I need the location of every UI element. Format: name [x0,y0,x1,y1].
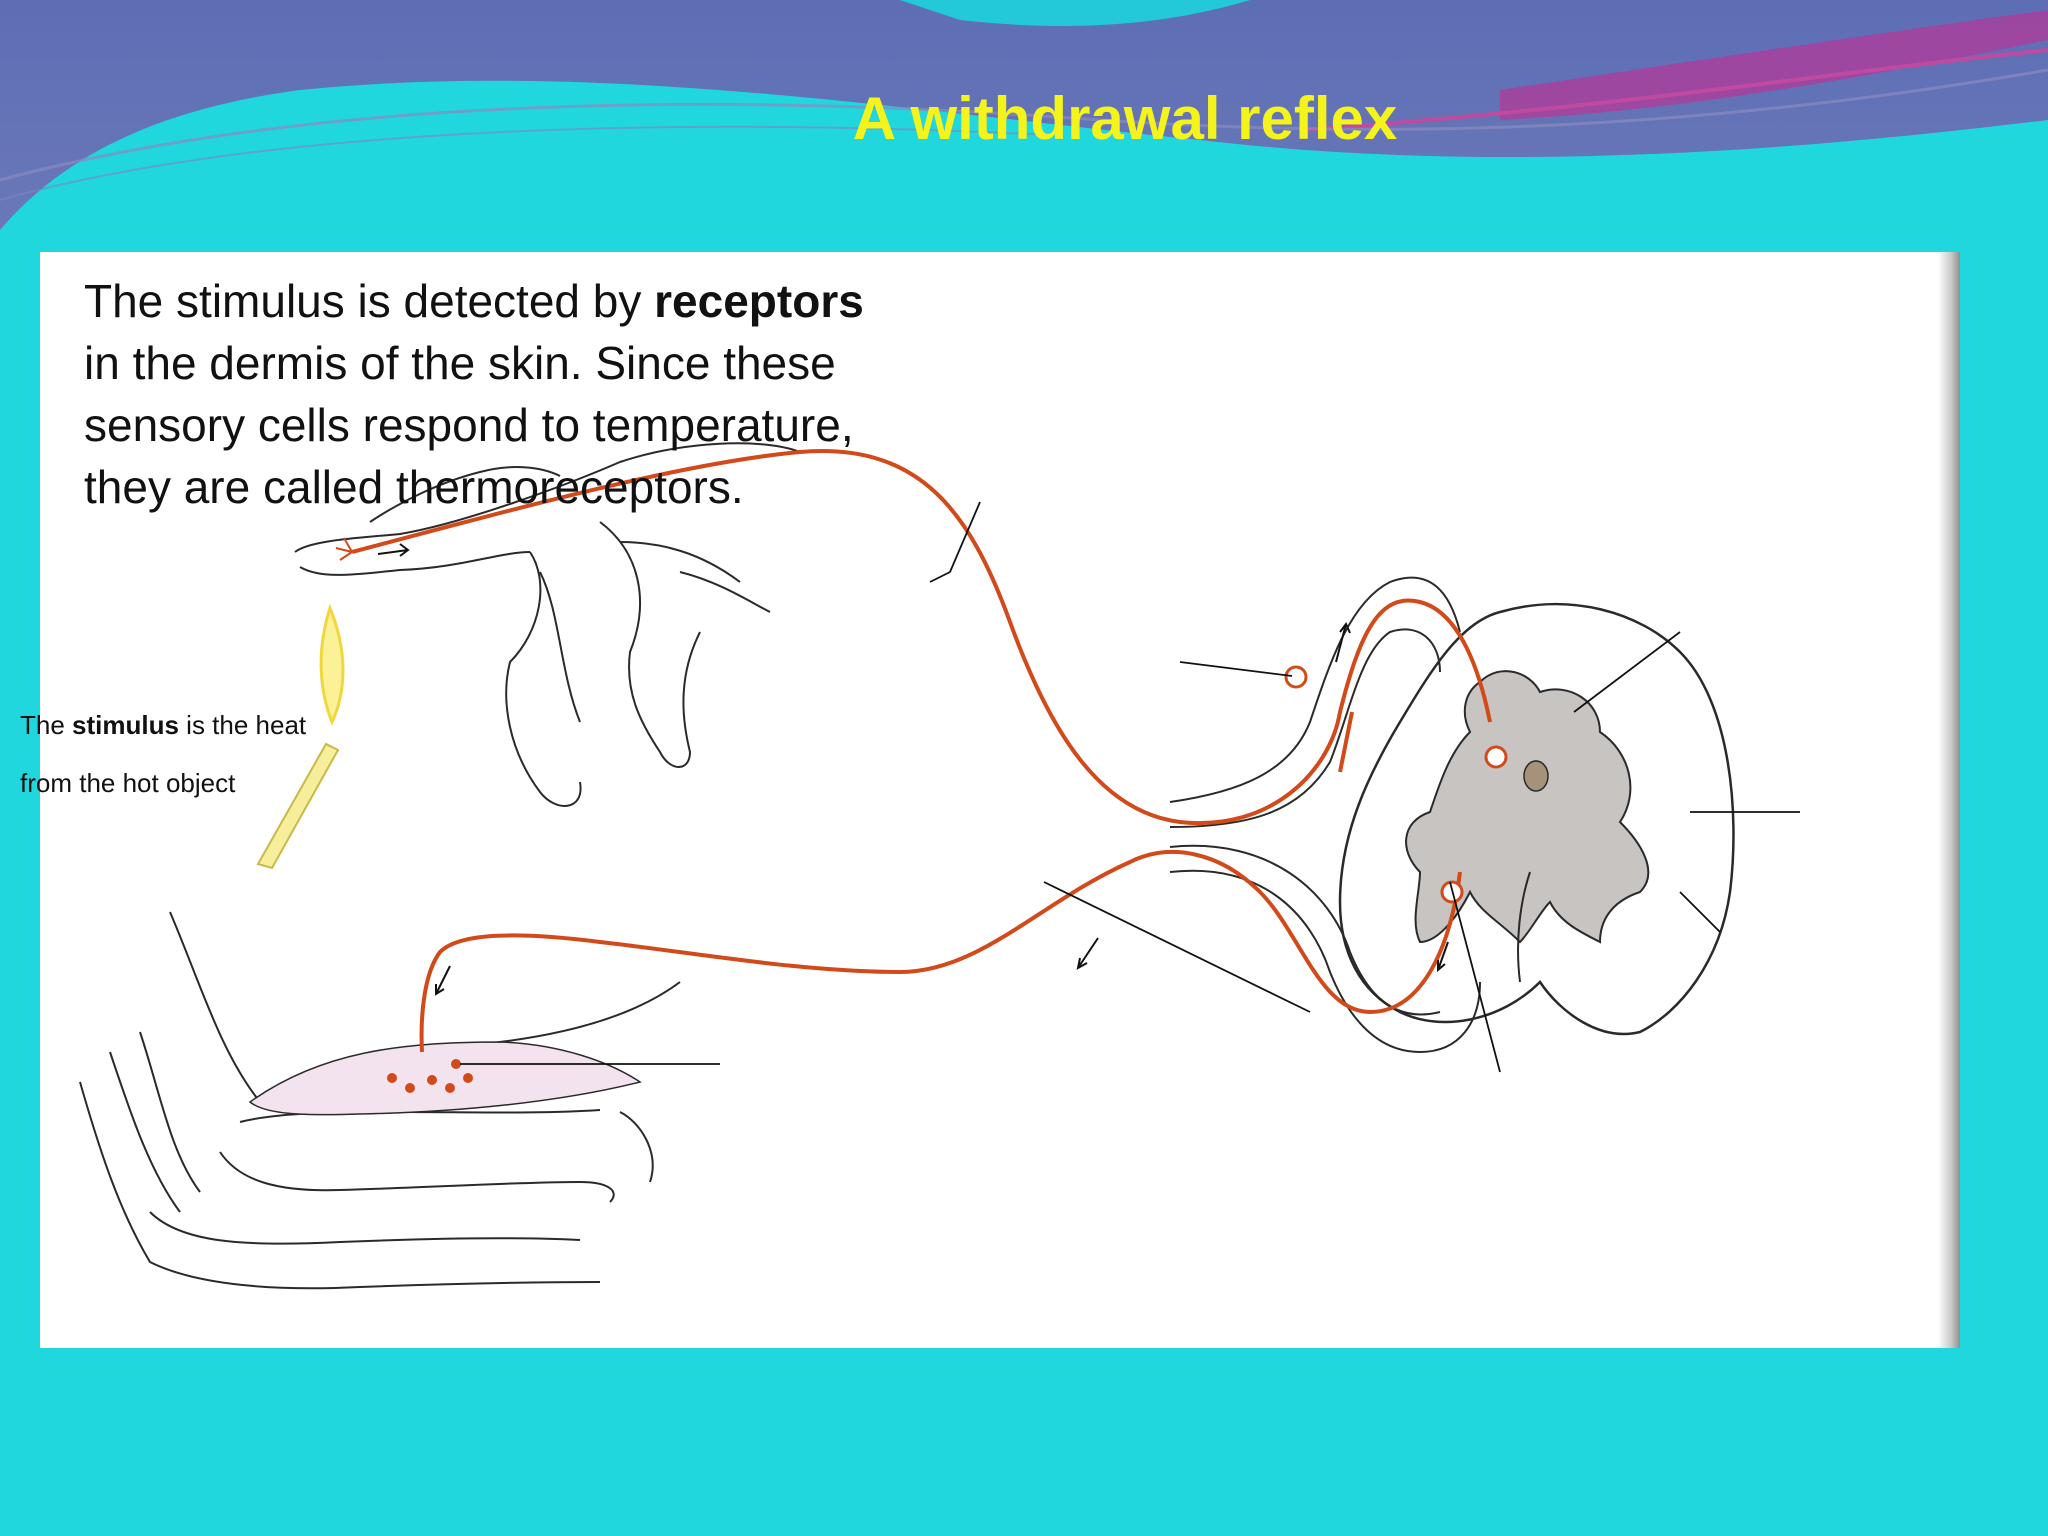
spinal-cord-cross-section [1338,602,1735,1036]
description-line-1: The stimulus is detected by receptors [84,275,864,327]
description-line-2: in the dermis of the skin. Since these [84,337,836,389]
stimulus-caption-line-2: from the hot object [20,768,236,798]
receptor-ending [335,537,353,561]
stimulus-caption: The stimulus is the heat from the hot ob… [20,696,380,812]
stimulus-term: stimulus [72,710,179,740]
stimulus-caption-line-1: The stimulus is the heat [20,710,307,740]
receptor-description: The stimulus is detected by receptors in… [84,270,1044,518]
candle-illustration [256,603,345,870]
label-leader-lines [460,501,1800,1073]
reflex-arc-diagram [79,442,1800,1290]
receptors-term: receptors [654,275,864,327]
scan-shadow-edge [1938,252,1960,1348]
slide-title: A withdrawal reflex [852,85,1398,152]
description-line-3: sensory cells respond to temperature, [84,399,854,451]
nerve-pathways [351,449,1492,1053]
hand-illustration [294,442,801,807]
reflex-arc-figure: The stimulus is detected by receptors in… [40,252,1960,1348]
biceps-muscle [248,1041,642,1116]
description-line-4: they are called thermoreceptors. [84,461,744,513]
header-wave-banner [0,0,2048,230]
motor-end-plates [387,1059,473,1093]
direction-arrows [377,543,1449,996]
nerve-root-outlines [1169,576,1481,1054]
